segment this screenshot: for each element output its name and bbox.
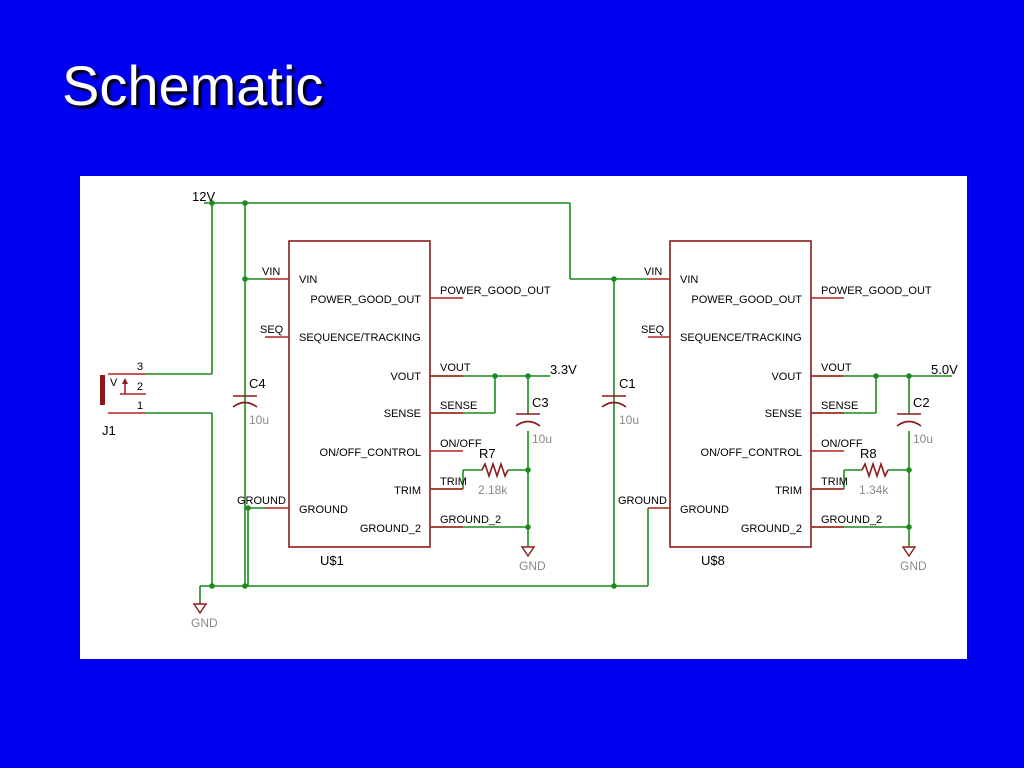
slide-title: Schematic	[62, 54, 324, 117]
u1-ext-vout: VOUT	[440, 362, 471, 374]
capacitor-c4: C4 10u	[232, 376, 269, 427]
resistor-r8: R8 1.34k	[844, 446, 889, 497]
u8-int-seq: SEQUENCE/TRACKING	[680, 332, 802, 344]
u8-int-onoff: ON/OFF_CONTROL	[701, 447, 802, 459]
c1-name: C1	[619, 376, 636, 391]
u8-ext-vin: VIN	[644, 266, 662, 278]
c4-name: C4	[249, 376, 266, 391]
capacitor-c3: C3 10u	[515, 395, 552, 446]
net-label-12v: 12V	[192, 189, 215, 204]
u8-ext-vout: VOUT	[821, 362, 852, 374]
schematic-panel: 12V 3.3V 5.0V V 3 2 1 J1 GND GND GND C4 …	[80, 176, 967, 659]
c4-value: 10u	[249, 413, 269, 427]
ic-u8: VIN POWER_GOOD_OUT SEQUENCE/TRACKING VOU…	[618, 240, 932, 568]
u1-int-sense: SENSE	[384, 408, 421, 420]
u8-ext-ground2: GROUND_2	[821, 514, 882, 526]
capacitor-c1: C1 10u	[601, 376, 639, 427]
u8-ext-sense: SENSE	[821, 400, 858, 412]
c3-value: 10u	[532, 432, 552, 446]
connector-pin-3: 3	[137, 361, 143, 373]
resistor-r7: R7 2.18k	[463, 446, 509, 497]
u1-ext-vin: VIN	[262, 266, 280, 278]
r7-name: R7	[479, 446, 496, 461]
u8-int-ground: GROUND	[680, 504, 729, 516]
u1-int-vin: VIN	[299, 274, 317, 286]
u1-int-ground: GROUND	[299, 504, 348, 516]
ground-label-right: GND	[900, 559, 927, 573]
u1-int-vout: VOUT	[390, 371, 421, 383]
u1-name: U$1	[320, 553, 344, 568]
c1-value: 10u	[619, 413, 639, 427]
u1-ext-seq: SEQ	[260, 324, 284, 336]
connector-name: J1	[102, 423, 116, 438]
u1-int-seq: SEQUENCE/TRACKING	[299, 332, 421, 344]
r8-name: R8	[860, 446, 877, 461]
u8-int-pgood: POWER_GOOD_OUT	[691, 294, 802, 306]
capacitor-c2: C2 10u	[896, 395, 933, 446]
r8-value: 1.34k	[859, 483, 889, 497]
u8-name: U$8	[701, 553, 725, 568]
u8-ext-trim: TRIM	[821, 476, 848, 488]
net-label-5v0: 5.0V	[931, 362, 958, 377]
connector-j1: V 3 2 1 J1	[100, 361, 146, 438]
c2-value: 10u	[913, 432, 933, 446]
u8-int-trim: TRIM	[775, 485, 802, 497]
u8-ext-onoff: ON/OFF	[821, 438, 863, 450]
connector-pin-2: 2	[137, 381, 143, 393]
ground-symbol-right: GND	[900, 546, 927, 573]
u8-ext-seq: SEQ	[641, 324, 665, 336]
u1-int-trim: TRIM	[394, 485, 421, 497]
r7-value: 2.18k	[478, 483, 508, 497]
c3-name: C3	[532, 395, 549, 410]
connector-pin-1: 1	[137, 400, 143, 412]
u1-int-ground2: GROUND_2	[360, 523, 421, 535]
wire-net-12v	[146, 202, 648, 586]
u8-ext-pgood: POWER_GOOD_OUT	[821, 285, 932, 297]
ground-symbol-main: GND	[191, 602, 218, 630]
u1-ext-onoff: ON/OFF	[440, 438, 482, 450]
net-label-3v3: 3.3V	[550, 362, 577, 377]
u1-ext-sense: SENSE	[440, 400, 477, 412]
ground-symbol-left: GND	[519, 546, 546, 573]
schematic-diagram: 12V 3.3V 5.0V V 3 2 1 J1 GND GND GND C4 …	[100, 189, 958, 630]
u1-ext-ground2: GROUND_2	[440, 514, 501, 526]
u1-ext-pgood: POWER_GOOD_OUT	[440, 285, 551, 297]
ground-label-left: GND	[519, 559, 546, 573]
u1-int-pgood: POWER_GOOD_OUT	[310, 294, 421, 306]
u1-ext-ground: GROUND	[237, 495, 286, 507]
ic-u1: VIN POWER_GOOD_OUT SEQUENCE/TRACKING VOU…	[237, 240, 551, 568]
u8-int-ground2: GROUND_2	[741, 523, 802, 535]
wire-net-ground	[146, 412, 649, 602]
u8-int-vin: VIN	[680, 274, 698, 286]
u1-ext-trim: TRIM	[440, 476, 467, 488]
u1-int-onoff: ON/OFF_CONTROL	[320, 447, 421, 459]
u8-ext-ground: GROUND	[618, 495, 667, 507]
connector-mark: V	[110, 377, 118, 389]
u8-int-vout: VOUT	[771, 371, 802, 383]
c2-name: C2	[913, 395, 930, 410]
u8-int-sense: SENSE	[765, 408, 802, 420]
junction-dots	[209, 200, 912, 589]
ground-label-main: GND	[191, 616, 218, 630]
